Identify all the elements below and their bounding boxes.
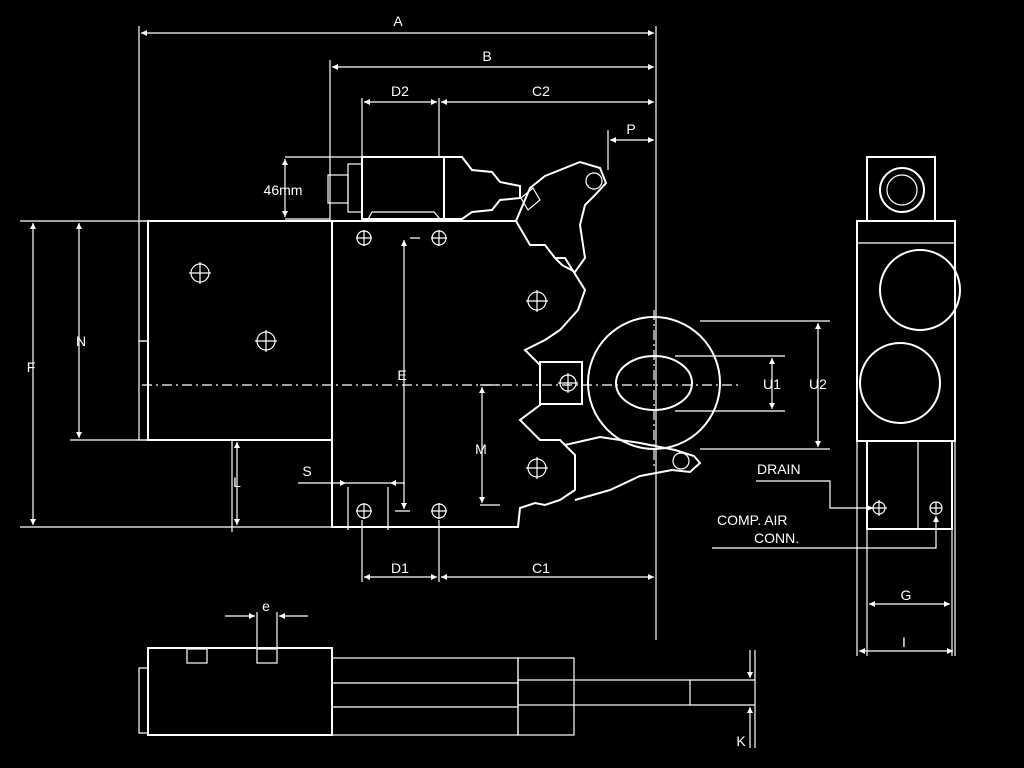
arm-tip — [520, 187, 541, 211]
dim-label-l: L — [233, 474, 241, 490]
dimension-labels: A B D2 C2 P 46mm F N E M L S U1 U2 D1 C1… — [27, 13, 912, 749]
dim-label-m: M — [475, 441, 487, 457]
side-body — [856, 220, 956, 442]
cylinder-fitting — [327, 174, 349, 204]
lower-lever — [564, 435, 702, 501]
side-bore-lower — [859, 342, 941, 424]
dim-label-f: F — [27, 359, 36, 375]
bottom-arm-tip — [517, 657, 575, 736]
dim-label-u1: U1 — [763, 376, 781, 392]
dim-label-d2: D2 — [391, 83, 409, 99]
dim-label-u2: U2 — [809, 376, 827, 392]
dim-label-d1: D1 — [391, 560, 409, 576]
mounting-holes — [189, 230, 578, 519]
dim-label-g: G — [901, 587, 912, 603]
lever-hole — [672, 452, 690, 470]
bottom-rod — [517, 679, 691, 706]
hex-block — [539, 361, 583, 405]
comp-air-label: COMP. AIR — [717, 512, 788, 528]
side-bore-upper — [879, 249, 961, 331]
bottom-flange — [138, 667, 149, 734]
main-view — [138, 156, 740, 528]
cylinder-body — [361, 156, 445, 220]
dim-label-e: E — [397, 367, 406, 383]
bottom-arm — [331, 657, 519, 736]
dim-label-n: N — [76, 333, 86, 349]
side-valve-block — [866, 440, 953, 530]
dim-label-a: A — [393, 13, 403, 29]
dim-label-c2: C2 — [532, 83, 550, 99]
slot-icon — [256, 648, 278, 664]
bottom-body — [147, 647, 333, 736]
cylinder-nose — [444, 156, 521, 220]
slot-icon — [186, 648, 208, 664]
side-top-bore-inner — [886, 174, 918, 206]
dim-label-e-small: e — [262, 598, 270, 614]
comp-air-conn-label: CONN. — [754, 530, 799, 546]
drain-label: DRAIN — [757, 461, 801, 477]
side-top-bore — [879, 167, 925, 213]
dim-label-46mm: 46mm — [264, 182, 303, 198]
clamp-arm-upper — [515, 160, 608, 274]
dimension-lines — [20, 26, 953, 748]
arm-pivot-hole — [585, 172, 603, 190]
dim-label-b: B — [482, 48, 491, 64]
cylinder-base — [367, 211, 441, 220]
dim-label-s: S — [302, 463, 311, 479]
cylinder-cap — [347, 163, 363, 213]
body-flange-bottom — [138, 340, 149, 441]
side-view — [856, 156, 961, 656]
dim-label-c1: C1 — [532, 560, 550, 576]
arm-plate — [331, 220, 587, 528]
bottom-view — [138, 647, 755, 736]
body-block — [147, 220, 333, 441]
dim-label-k: K — [736, 733, 746, 749]
dim-label-i: I — [902, 634, 906, 650]
dim-label-p: P — [626, 121, 635, 137]
body-flange-top — [138, 220, 149, 342]
